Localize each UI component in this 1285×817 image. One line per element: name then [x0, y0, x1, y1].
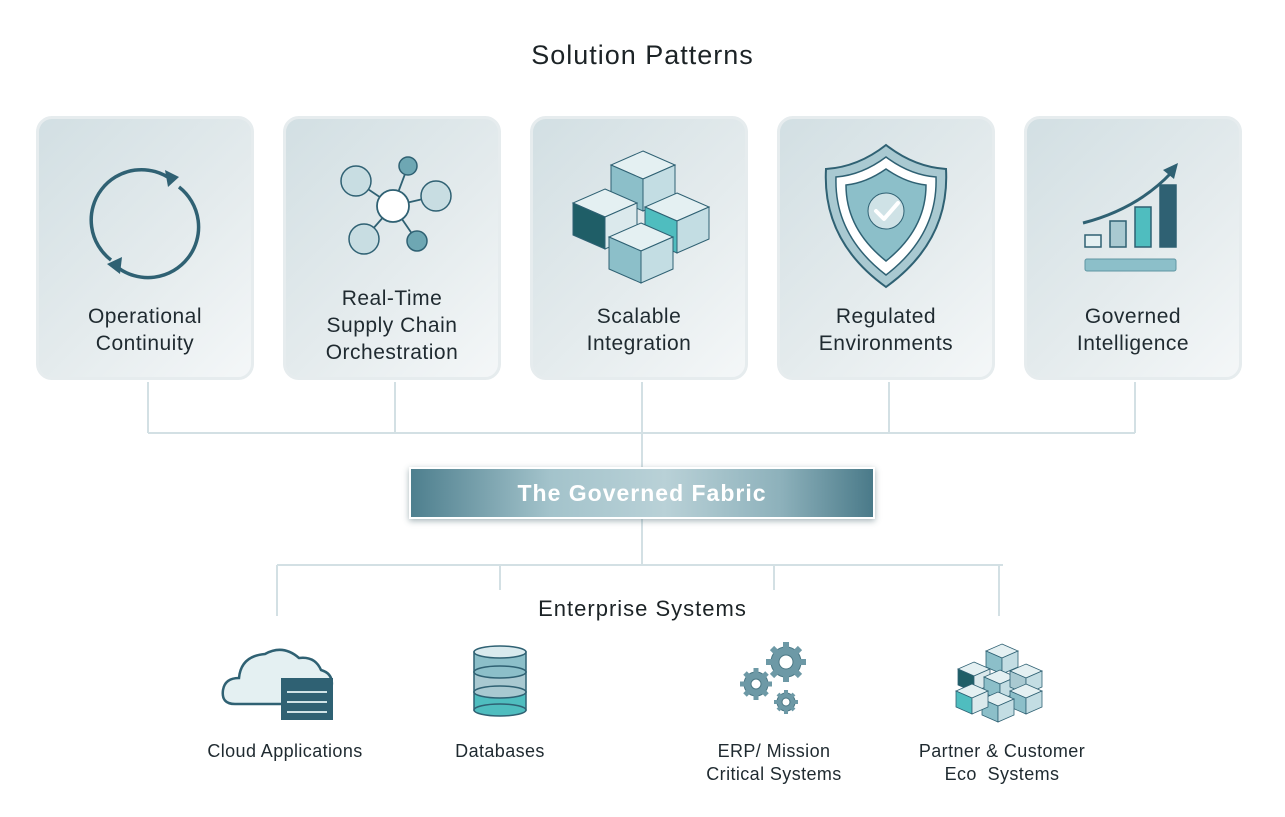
database-icon [473, 645, 527, 717]
system-erp: ERP/ Mission Critical Systems [664, 640, 884, 800]
pattern-label: Real-Time Supply Chain Orchestration [325, 287, 459, 364]
system-cloud-applications: Cloud Applications [175, 640, 395, 800]
diagram-title: Solution Patterns [531, 40, 754, 70]
system-label: Cloud Applications [207, 741, 363, 761]
pattern-label: Regulated Environments [818, 305, 954, 355]
cube-cluster-icon [955, 643, 1043, 723]
enterprise-systems-title: Enterprise Systems [538, 596, 747, 621]
pattern-card-supply-chain: Real-Time Supply Chain Orchestration [283, 116, 501, 380]
system-databases: Databases [390, 640, 610, 800]
pattern-label: Scalable Integration [586, 305, 692, 355]
pattern-card-regulated-environments: Regulated Environments [777, 116, 995, 380]
gears-icon [740, 642, 806, 714]
network-nodes-icon [340, 156, 452, 255]
governed-fabric-banner: The Governed Fabric [409, 467, 875, 519]
stacked-cubes-icon [571, 150, 711, 284]
pattern-card-scalable-integration: Scalable Integration [530, 116, 748, 380]
system-label: Databases [455, 741, 545, 761]
system-label: Partner & Customer Eco Systems [918, 741, 1086, 784]
growth-bar-chart-icon [1082, 163, 1178, 272]
pattern-card-governed-intelligence: Governed Intelligence [1024, 116, 1242, 380]
cloud-server-icon [221, 648, 334, 720]
cycle-arrows-icon [89, 168, 201, 280]
system-label: ERP/ Mission Critical Systems [706, 741, 842, 784]
pattern-label: Governed Intelligence [1076, 305, 1190, 355]
pattern-label: Operational Continuity [87, 305, 203, 355]
system-partner-customer: Partner & Customer Eco Systems [892, 640, 1112, 800]
shield-check-icon [824, 143, 948, 289]
pattern-card-operational-continuity: Operational Continuity [36, 116, 254, 380]
